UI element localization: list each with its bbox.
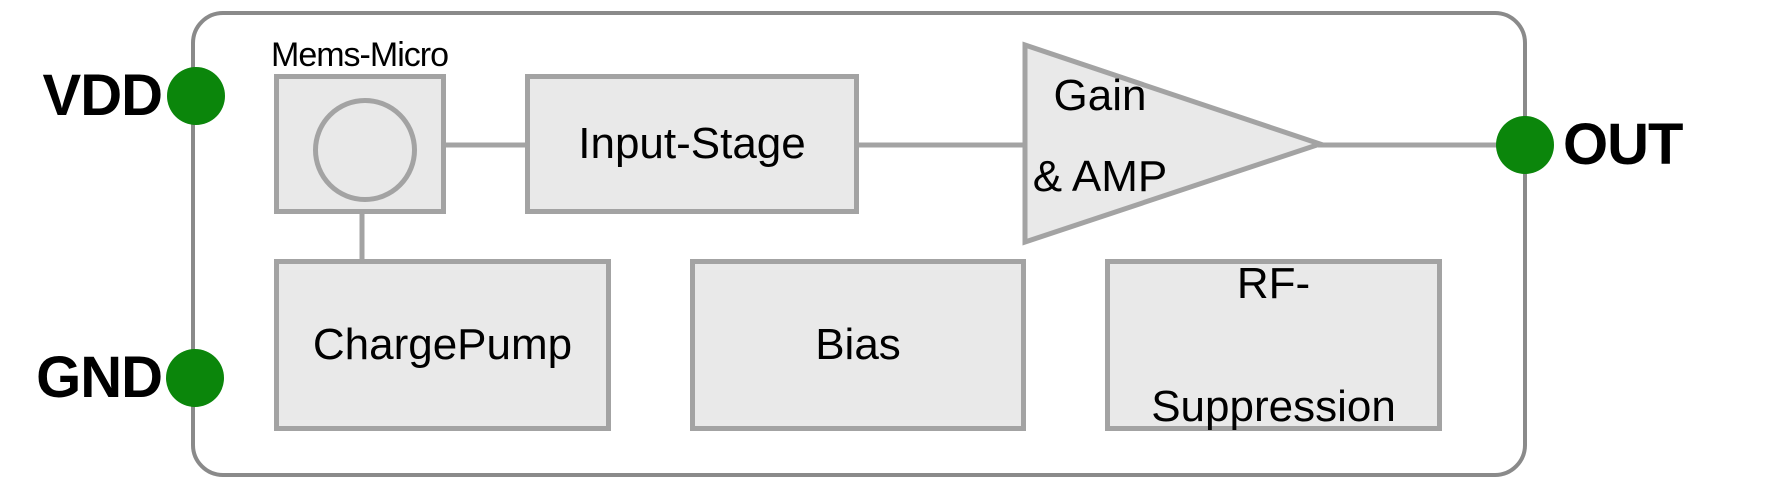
gnd-pin-label: GND bbox=[36, 345, 163, 410]
vdd-pin-label: VDD bbox=[42, 63, 163, 128]
rf-suppression-label-line1: RF- bbox=[1236, 258, 1311, 308]
out-pin-label: OUT bbox=[1563, 112, 1683, 177]
rf-suppression-label-line2: Suppression bbox=[1151, 381, 1396, 431]
chargepump-label: ChargePump bbox=[312, 320, 573, 370]
amp-triangle bbox=[1022, 41, 1328, 246]
input-stage-label: Input-Stage bbox=[578, 119, 806, 169]
block-rf-suppression: RF- Suppression bbox=[1105, 259, 1442, 431]
gain-amp-label: Gain & AMP bbox=[1018, 55, 1182, 217]
microphone-membrane-icon bbox=[313, 98, 417, 202]
vdd-pin-dot bbox=[167, 67, 225, 125]
mems-micro-label: Mems-Micro bbox=[271, 36, 449, 74]
gain-amp-label-line1: Gain bbox=[1053, 71, 1147, 120]
block-input-stage: Input-Stage bbox=[525, 74, 859, 214]
block-bias: Bias bbox=[690, 259, 1026, 431]
block-chargepump: ChargePump bbox=[274, 259, 611, 431]
block-mems-micro bbox=[274, 74, 446, 214]
gnd-pin-dot bbox=[166, 349, 224, 407]
chip-outline bbox=[191, 11, 1527, 477]
out-pin-dot bbox=[1496, 116, 1554, 174]
bias-label: Bias bbox=[815, 320, 901, 370]
gain-amp-label-line2: & AMP bbox=[1032, 152, 1168, 201]
